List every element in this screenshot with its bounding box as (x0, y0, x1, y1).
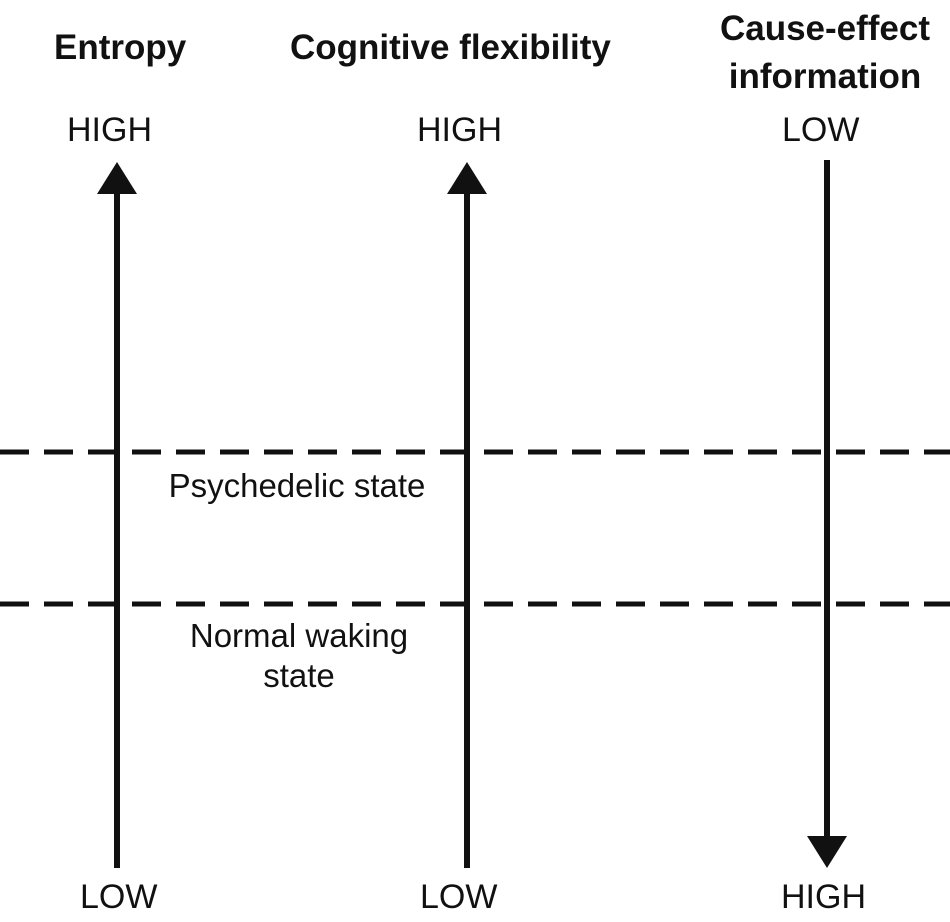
cause-effect-header-line-2: information (728, 57, 922, 96)
cause-effect-header-line-1: Cause-effect (719, 9, 931, 48)
cognitive-flexibility-top-label: HIGH (417, 111, 502, 149)
cause-effect-header: Cause-effect information (705, 5, 945, 101)
entropy-bottom-label: LOW (80, 878, 158, 916)
entropy-header: Entropy (54, 30, 186, 65)
normal-waking-state-line-1: Normal waking (189, 617, 409, 654)
entropy-header-line: Entropy (54, 28, 187, 67)
cognitive-flexibility-header-line: Cognitive flexibility (290, 28, 611, 67)
cognitive-flexibility-arrow-head-icon (447, 162, 487, 194)
cognitive-flexibility-bottom-label: LOW (420, 878, 498, 916)
entropy-top-label: HIGH (67, 111, 152, 149)
entropy-arrow-head-icon (97, 162, 137, 194)
normal-waking-state-label: Normal waking state (160, 616, 438, 697)
cause-effect-arrow-head-icon (807, 836, 847, 868)
psychedelic-label-backdrop (133, 462, 461, 506)
psychedelic-state-label: Psychedelic state (133, 466, 461, 506)
normal-waking-state-line-2: state (263, 657, 335, 695)
normal-waking-label-backdrop (160, 612, 438, 702)
cognitive-flexibility-header: Cognitive flexibility (290, 30, 611, 65)
cause-effect-top-label: LOW (782, 111, 860, 149)
cause-effect-bottom-label: HIGH (781, 878, 866, 916)
psychedelic-state-line: Psychedelic state (168, 467, 426, 504)
